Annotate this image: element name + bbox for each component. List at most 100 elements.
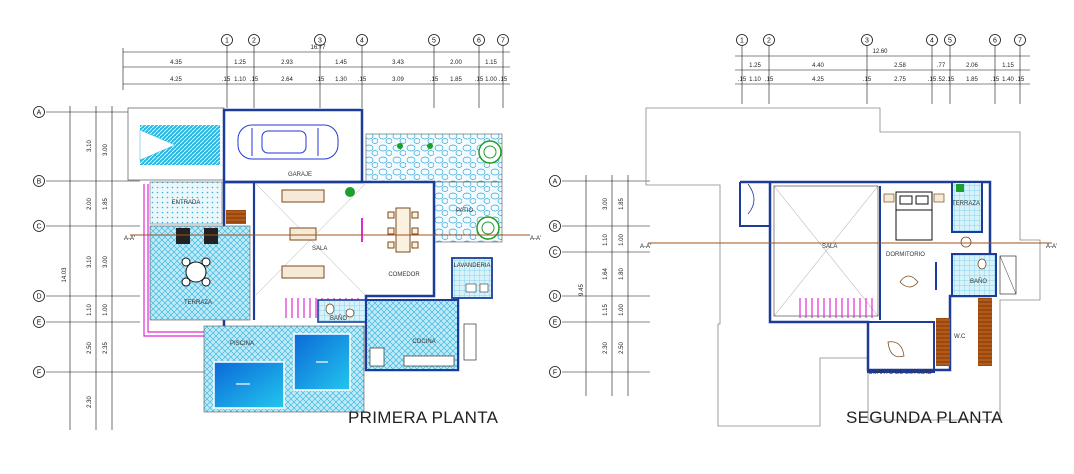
plan2-dim2-12: 1.40 xyxy=(1002,77,1014,83)
plan2-dim2-8: .52 xyxy=(937,77,946,83)
bbq-icon xyxy=(176,228,218,244)
plan1-vdim-inner-4: 1.00 xyxy=(103,304,109,316)
nightstand-icon-2 xyxy=(933,193,945,203)
plan2-row-e: E xyxy=(553,320,558,327)
plan1-dim-5: 3.43 xyxy=(392,60,404,66)
plan2-section-right: A-A' xyxy=(1046,244,1057,250)
plan2-roof-outline xyxy=(645,107,1041,427)
plan1-dim2-1: 4.25 xyxy=(170,77,182,83)
bed-icon xyxy=(895,191,933,241)
plan2-void-diagonals xyxy=(773,185,879,317)
plan2-axis-3: 3 xyxy=(865,38,869,45)
plan2-title: SEGUNDA PLANTA xyxy=(846,408,1003,427)
plant-icon xyxy=(956,184,964,192)
plan2-stairs xyxy=(799,298,873,318)
plan1-vdim-inner-2: 1.85 xyxy=(103,198,109,210)
plan1-dim-6: 2.00 xyxy=(450,60,462,66)
plan2-dim-6: 1.15 xyxy=(1002,63,1014,69)
toilet-icon xyxy=(325,303,335,315)
plan1-dim2-9: 3.09 xyxy=(392,77,404,83)
counter-icon xyxy=(403,355,455,367)
plan1-patio-top xyxy=(365,133,503,183)
plan2-vdim-inner-4: 1.00 xyxy=(619,304,625,316)
plan2-dim-5: 2.06 xyxy=(966,63,978,69)
plan1-side-dimensions xyxy=(69,106,113,430)
plan-2: 1 2 3 4 5 6 7 12.60 1.25 4.40 2.58 .77 2… xyxy=(549,34,1057,427)
plan1-dim2-14: .15 xyxy=(499,77,508,83)
plan1-dim-3: 2.93 xyxy=(281,60,293,66)
plan1-dim-2: 1.25 xyxy=(234,60,246,66)
plan2-dim-1: 1.25 xyxy=(749,63,761,69)
plan1-row-d: D xyxy=(36,294,41,301)
plan1-label-piscina: PISCINA xyxy=(230,341,254,347)
plan2-label-dormitorio: DORMITORIO xyxy=(886,252,925,258)
plan1-vdim-2: 2.00 xyxy=(87,198,93,210)
plan1-total-width: 16.77 xyxy=(310,45,326,51)
plan2-dim-3: 2.58 xyxy=(894,63,906,69)
plan1-row-bubbles xyxy=(33,106,45,378)
plan1-pool-small xyxy=(213,361,285,409)
plan1-axis-5: 5 xyxy=(432,38,436,45)
plan2-row-c: C xyxy=(552,250,557,257)
plan1-vdim-5: 2.50 xyxy=(87,342,93,354)
plan2-dim-2: 4.40 xyxy=(812,63,824,69)
plan2-label-estudio: CUARTO DE ESTUDIO xyxy=(868,370,932,376)
plan2-vdim-inner-3: 1.80 xyxy=(619,268,625,280)
plan2-row-f: F xyxy=(553,370,557,377)
plan1-dim2-4: .15 xyxy=(250,77,259,83)
plan1-row-e: E xyxy=(37,320,42,327)
plan1-entrada xyxy=(149,181,223,225)
plan1-label-lavanderia: LAVANDERIA xyxy=(453,263,490,269)
plan2-vdim-2: 1.10 xyxy=(603,234,609,246)
stove-icon xyxy=(463,323,477,361)
car-icon xyxy=(237,124,339,160)
plan2-dim2-5: .15 xyxy=(863,77,872,83)
plan2-closet-left xyxy=(936,318,950,366)
plan1-dim2-13: 1.00 xyxy=(485,77,497,83)
plan1-dim2-10: .15 xyxy=(430,77,439,83)
plan2-row-a: A xyxy=(553,179,558,186)
plan1-total-height: 14.03 xyxy=(62,267,68,283)
plan1-label-sala: SALA xyxy=(312,246,327,252)
plan1-vdim-inner-5: 2.35 xyxy=(103,342,109,354)
plan2-top-dimensions xyxy=(735,55,1030,85)
plan2-row-b: B xyxy=(553,224,558,231)
plan2-column-axes xyxy=(741,46,1021,104)
plan1-entry-steps xyxy=(226,210,246,224)
nightstand-icon xyxy=(883,193,895,203)
plan2-vdim-3: 1.64 xyxy=(603,268,609,280)
plan1-vdim-inner-1: 3.00 xyxy=(103,144,109,156)
plan2-vdim-inner-5: 2.50 xyxy=(619,342,625,354)
plan1-dim-1: 4.35 xyxy=(170,60,182,66)
plan2-vdim-inner-2: 1.00 xyxy=(619,234,625,246)
plan1-axis-6: 6 xyxy=(477,38,481,45)
plan2-toilet-icon xyxy=(977,258,987,270)
plan2-dim2-2: 1.10 xyxy=(749,77,761,83)
plan2-label-wc: W.C xyxy=(954,334,966,340)
table-set-icon xyxy=(181,257,211,287)
plan1-row-a: A xyxy=(37,110,42,117)
plan2-axis-6: 6 xyxy=(993,38,997,45)
plan1-dim2-3: 1.10 xyxy=(234,77,246,83)
plan1-column-bubbles xyxy=(221,34,509,46)
shower-diag xyxy=(999,255,1017,295)
plan2-vdim-4: 1.15 xyxy=(603,304,609,316)
plan1-dim2-6: .15 xyxy=(316,77,325,83)
plan2-vdim-1: 3.00 xyxy=(603,198,609,210)
plan1-section-right: A-A' xyxy=(530,236,541,242)
plan2-column-bubbles xyxy=(736,34,1026,46)
plan1-label-entrada: ENTRADA xyxy=(172,200,201,206)
sink-icon xyxy=(345,308,355,318)
plan2-dim2-7: .15 xyxy=(928,77,937,83)
plan1-axis-3: 3 xyxy=(318,38,322,45)
plan1-dim2-5: 2.64 xyxy=(281,77,293,83)
plan1-row-b: B xyxy=(37,179,42,186)
plan1-axis-4: 4 xyxy=(360,38,364,45)
plan1-label-garage: GARAJE xyxy=(288,172,312,178)
plan2-dim2-13: .15 xyxy=(1016,77,1025,83)
plan1-label-patio: PATIO xyxy=(456,208,473,214)
plan1-label-terraza: TERRAZA xyxy=(184,300,212,306)
dining-table-icon xyxy=(387,207,419,253)
plan2-section-left: A-A' xyxy=(640,244,651,250)
washer-icon xyxy=(465,283,477,293)
